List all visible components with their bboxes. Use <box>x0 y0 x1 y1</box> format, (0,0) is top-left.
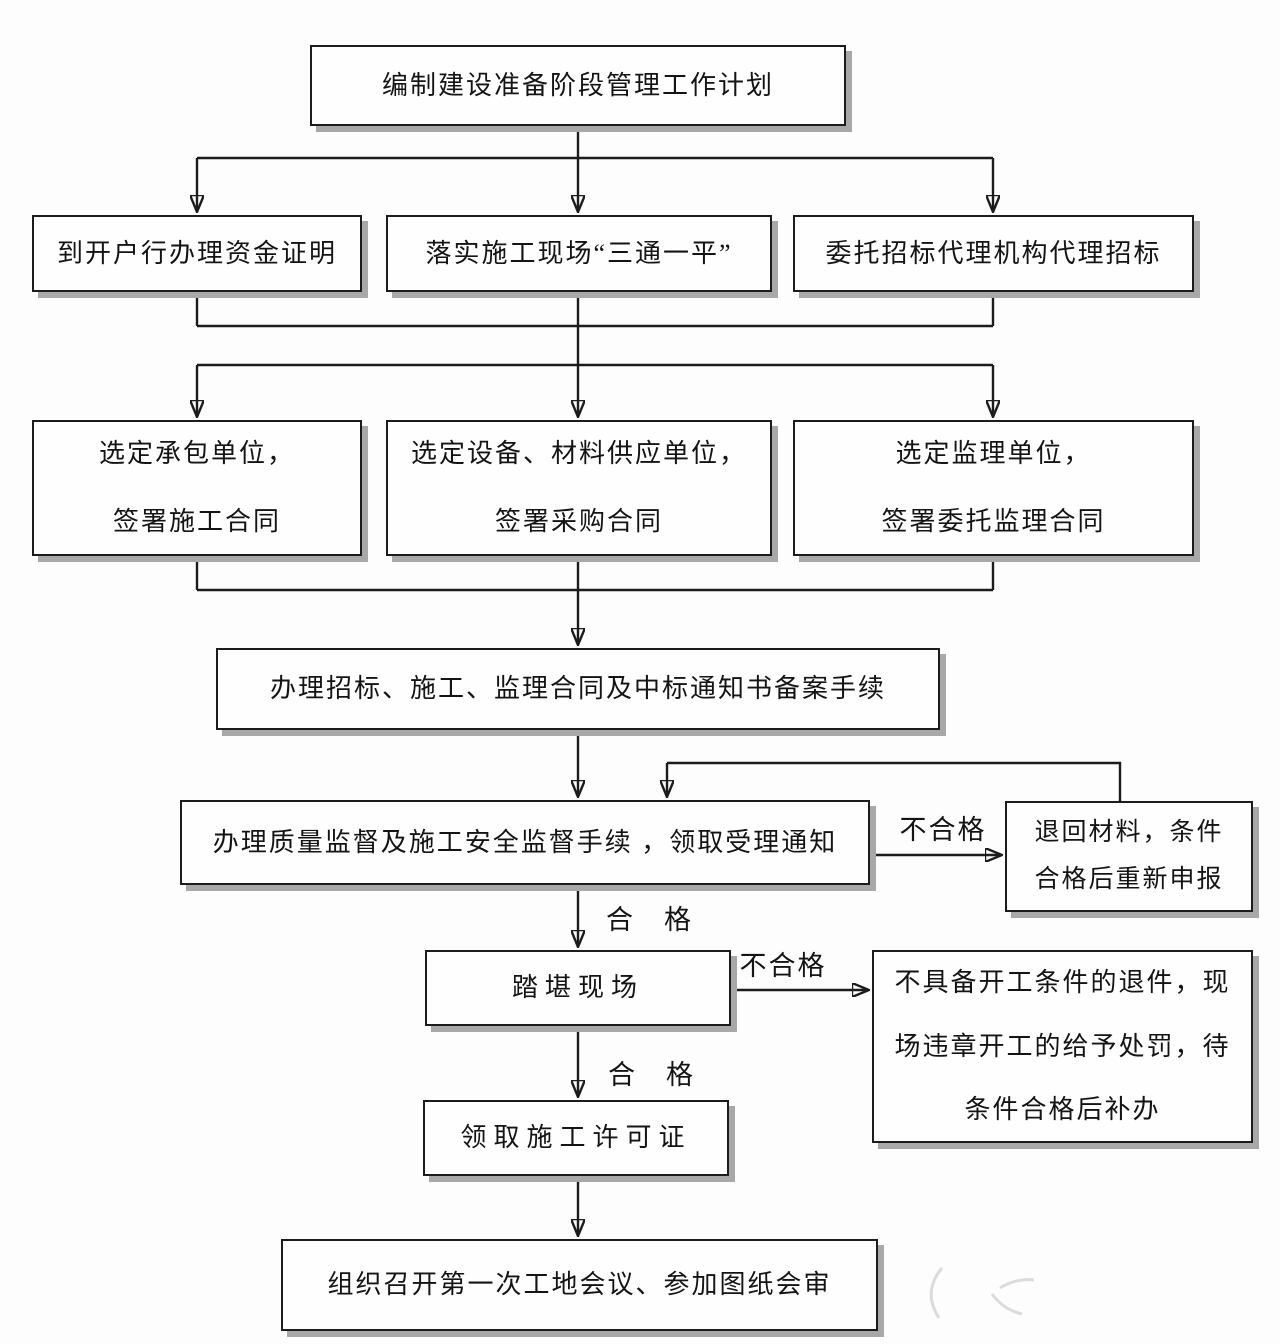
node-reject-punish-label: 不具备开工条件的退件，现 场违章开工的给予处罚，待 条件合格后补办 <box>894 967 1231 1125</box>
node-site-preparation: 落实施工现场“三通一平” <box>386 215 772 292</box>
node-select-contractor-label: 选定承包单位， 签署施工合同 <box>98 439 295 536</box>
node-plan-label: 编制建设准备阶段管理工作计划 <box>381 70 774 100</box>
node-contract-filing-label: 办理招标、施工、监理合同及中标通知书备案手续 <box>269 674 886 704</box>
node-plan: 编制建设准备阶段管理工作计划 <box>310 45 846 126</box>
node-contract-filing: 办理招标、施工、监理合同及中标通知书备案手续 <box>216 648 940 730</box>
label-fail-survey: 不合格 <box>739 951 827 981</box>
node-site-survey: 踏堪现场 <box>425 950 731 1026</box>
node-fund-certificate-label: 到开户行办理资金证明 <box>56 238 337 268</box>
node-construction-permit: 领取施工许可证 <box>423 1100 729 1176</box>
edge-plan-branch-rail <box>197 126 993 160</box>
edge-row3-merge-rail <box>195 556 995 592</box>
node-select-supervision: 选定监理单位， 签署委托监理合同 <box>793 420 1194 556</box>
node-construction-permit-label: 领取施工许可证 <box>460 1123 692 1153</box>
label-fail-quality: 不合格 <box>899 815 987 845</box>
node-select-supplier-label: 选定设备、材料供应单位， 签署采购合同 <box>410 439 747 536</box>
label-pass-survey: 合 格 <box>608 1060 695 1090</box>
node-first-site-meeting-label: 组织召开第一次工地会议、参加图纸会审 <box>327 1270 832 1300</box>
node-select-contractor: 选定承包单位， 签署施工合同 <box>32 420 362 556</box>
label-pass-quality: 合 格 <box>606 905 693 935</box>
edge-row2-merge-split-rails <box>195 292 995 367</box>
watermark <box>929 1267 1035 1319</box>
node-quality-supervision: 办理质量监督及施工安全监督手续 ，领取受理通知 <box>180 800 870 885</box>
edge-feedback-loop <box>667 761 1122 801</box>
node-site-preparation-label: 落实施工现场“三通一平” <box>425 238 733 268</box>
node-first-site-meeting: 组织召开第一次工地会议、参加图纸会审 <box>281 1239 878 1331</box>
node-bidding-agency-label: 委托招标代理机构代理招标 <box>825 238 1162 268</box>
node-fund-certificate: 到开户行办理资金证明 <box>32 215 362 292</box>
node-quality-supervision-label: 办理质量监督及施工安全监督手续 ，领取受理通知 <box>212 827 838 857</box>
node-select-supervision-label: 选定监理单位， 签署委托监理合同 <box>881 439 1106 536</box>
node-bidding-agency: 委托招标代理机构代理招标 <box>793 215 1194 292</box>
node-return-materials: 退回材料，条件 合格后重新申报 <box>1005 801 1253 912</box>
node-reject-punish: 不具备开工条件的退件，现 场违章开工的给予处罚，待 条件合格后补办 <box>872 950 1253 1143</box>
node-return-materials-label: 退回材料，条件 合格后重新申报 <box>1034 819 1224 893</box>
node-site-survey-label: 踏堪现场 <box>511 973 644 1003</box>
node-select-supplier: 选定设备、材料供应单位， 签署采购合同 <box>386 420 772 556</box>
